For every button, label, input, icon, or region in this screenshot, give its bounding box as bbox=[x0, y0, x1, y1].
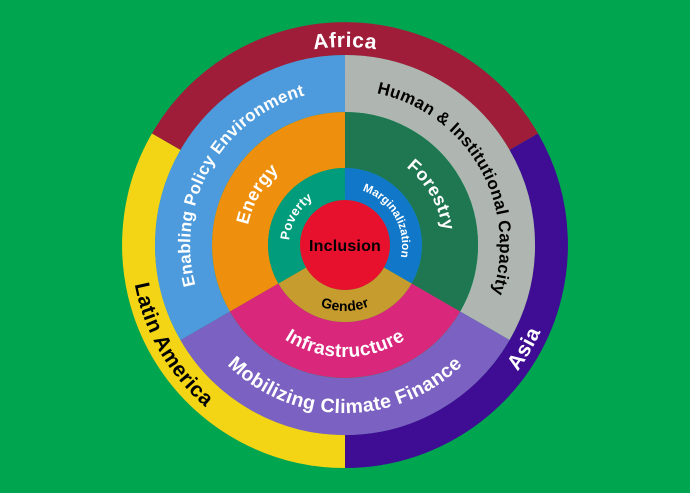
segment-infrastructure bbox=[229, 282, 461, 378]
segment-africa bbox=[151, 22, 539, 151]
segment-mobilizing-climate-finance bbox=[180, 310, 510, 436]
label-africa: Africa bbox=[312, 29, 379, 54]
segment-asia bbox=[344, 133, 568, 468]
segment-marginalization bbox=[344, 168, 422, 284]
label-gender: Gender bbox=[319, 294, 371, 314]
segment-poverty bbox=[268, 168, 346, 284]
segment-gender bbox=[278, 266, 412, 322]
center-inclusion-circle bbox=[300, 200, 390, 290]
segment-enabling-policy-environment bbox=[154, 55, 346, 340]
segment-latin-america bbox=[122, 133, 346, 468]
region-ring bbox=[122, 22, 568, 468]
theme-ring bbox=[154, 55, 536, 436]
cross-cutting-ring bbox=[268, 168, 422, 322]
segment-energy bbox=[212, 112, 346, 312]
segment-forestry bbox=[344, 112, 478, 312]
sector-ring bbox=[212, 112, 478, 378]
label-inclusion: Inclusion bbox=[309, 238, 381, 255]
segment-human-institutional-capacity bbox=[344, 55, 536, 340]
